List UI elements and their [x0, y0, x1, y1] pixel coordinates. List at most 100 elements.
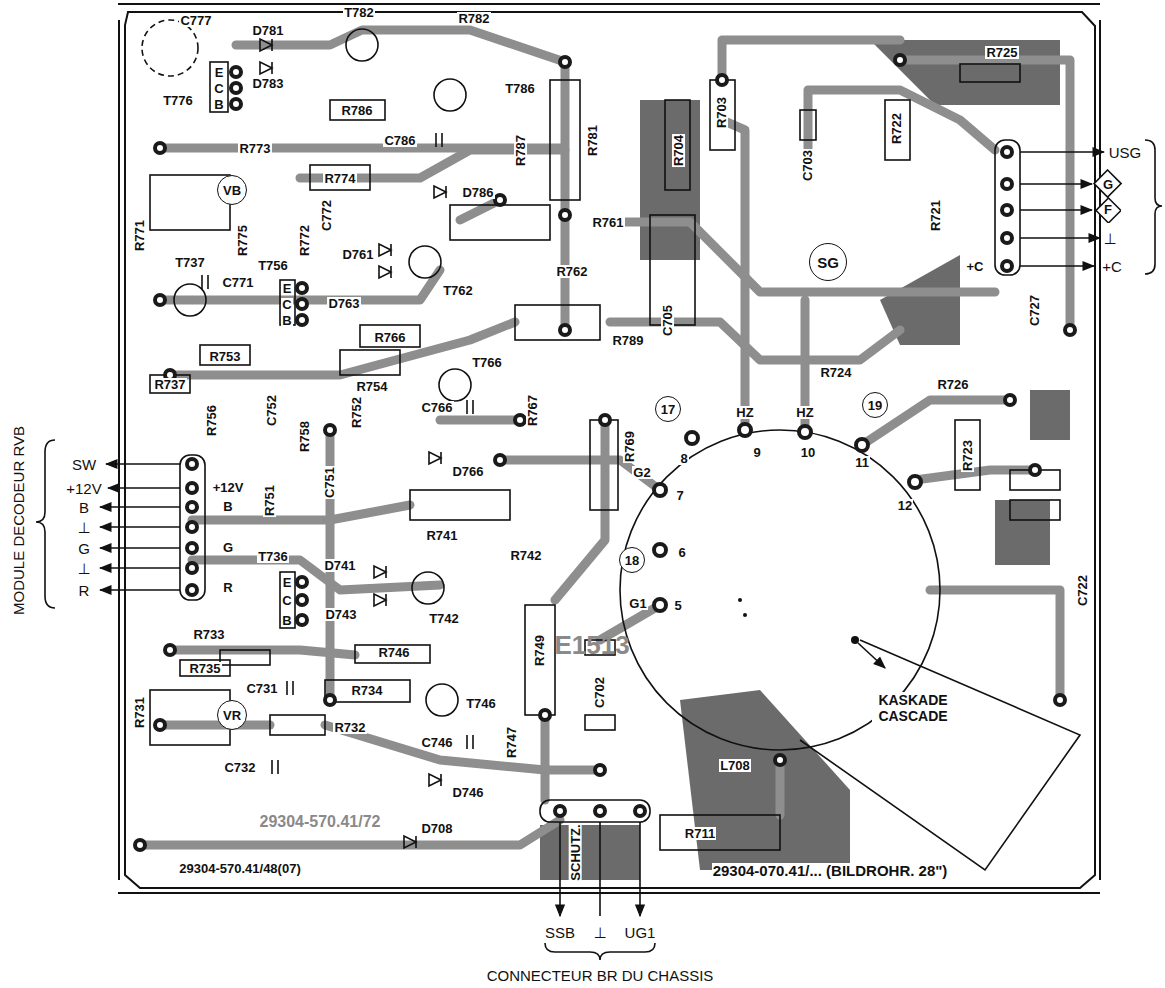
- solder-pad: [654, 599, 666, 611]
- component-outline: [260, 39, 272, 51]
- board-frame: [1099, 20, 1101, 880]
- part-name: R722: [890, 111, 903, 144]
- part-name: G2: [632, 466, 651, 479]
- component-outline: [180, 455, 205, 600]
- copper-trace: [440, 416, 520, 425]
- signal-name: +C: [1101, 259, 1123, 274]
- board-frame: [118, 3, 1100, 5]
- solder-pad: [231, 67, 241, 77]
- signal-arrow: [1020, 209, 1092, 211]
- component-outline: [429, 452, 441, 464]
- signal-arrow: [106, 463, 180, 465]
- copper-trace: [808, 90, 995, 150]
- solder-pad: [895, 55, 905, 65]
- test-point-circle: VB: [217, 175, 247, 205]
- part-name: D746: [451, 786, 484, 799]
- part-name: B: [213, 98, 224, 111]
- signal-arrow: [1020, 151, 1104, 153]
- component-outline: [515, 305, 600, 340]
- part-name: C772: [320, 198, 333, 231]
- part-name: D781: [251, 24, 284, 37]
- solder-pad: [1002, 179, 1012, 189]
- part-name: R741: [425, 529, 458, 542]
- signal-name: G: [77, 541, 91, 556]
- signal-arrow: [100, 506, 180, 508]
- brace: [36, 140, 1162, 960]
- component-outline: [710, 80, 735, 150]
- part-name: R704: [672, 133, 685, 166]
- part-name: D761: [341, 248, 374, 261]
- part-name: R769: [623, 429, 636, 462]
- cascade-dot: [851, 636, 859, 644]
- component-outline: [280, 572, 295, 628]
- solder-pad: [155, 720, 165, 730]
- signal-name: SW: [71, 457, 97, 472]
- component-outline: [450, 205, 550, 240]
- part-name: R787: [514, 133, 527, 166]
- solder-pad: [135, 55, 1075, 850]
- solder-pad: [595, 765, 605, 775]
- solder-pad: [187, 459, 197, 469]
- part-name: R747: [505, 725, 518, 758]
- component-outline: [409, 246, 441, 278]
- component-outline: [277, 760, 279, 774]
- solder-pad: [325, 695, 335, 705]
- component-outline: [410, 490, 510, 520]
- component-outline: [379, 266, 391, 278]
- component-outline: [472, 400, 474, 414]
- part-name: C722: [1076, 573, 1089, 606]
- solder-pad: [555, 806, 565, 816]
- component-outline: [426, 684, 458, 716]
- watermark: E1513: [553, 632, 630, 658]
- part-name: C766: [420, 401, 453, 414]
- component-outline: [142, 20, 198, 76]
- solder-pad: [1065, 325, 1075, 335]
- component-outline: [271, 760, 273, 774]
- solder-pad: [856, 439, 868, 451]
- part-name: +C: [966, 260, 985, 273]
- component-outline: [260, 62, 272, 74]
- part-name: C777: [179, 14, 212, 27]
- board-frame: [125, 12, 1095, 888]
- signal-name: ⊥: [1102, 231, 1117, 246]
- part-name: R731: [133, 695, 146, 728]
- spark-gap-circle: SG: [809, 243, 847, 281]
- solder-pad: [1002, 233, 1012, 243]
- part-name: R711: [684, 827, 716, 840]
- signal-arrow: [639, 822, 641, 916]
- solder-pad: [654, 544, 666, 556]
- component-outline: [210, 62, 228, 112]
- node-text: G: [1103, 178, 1113, 191]
- part-name: E: [282, 282, 293, 295]
- solder-pad: [560, 57, 570, 67]
- solder-pad: [1055, 695, 1065, 705]
- part-name: 8: [679, 452, 688, 465]
- solder-pad: [799, 426, 811, 438]
- component-outline: [1010, 500, 1060, 520]
- component-outline: [374, 594, 386, 606]
- component-outline: [201, 275, 203, 289]
- part-name: HZ: [795, 406, 814, 419]
- solder-pad: [297, 315, 307, 325]
- signal-name: ⊥: [76, 520, 91, 535]
- part-name: R733: [192, 628, 225, 641]
- part-name: 12: [897, 499, 913, 512]
- copper-pour: [1030, 390, 1070, 440]
- node-text: 17: [661, 403, 675, 416]
- brace: [545, 943, 655, 960]
- signal-diamond: G: [1093, 169, 1122, 198]
- node-text: VR: [223, 709, 241, 722]
- part-name: R766: [373, 331, 406, 344]
- component-outline: [590, 420, 618, 510]
- signal-name: MODULE DECODEUR RVB: [11, 425, 26, 616]
- solder-pad: [1002, 147, 1012, 157]
- part-name: C703: [801, 148, 814, 181]
- signal-arrow: [108, 487, 180, 489]
- part-name: T742: [428, 612, 460, 625]
- copper-trace: [140, 30, 1070, 845]
- callout-number: 17: [655, 396, 681, 422]
- solder-pad: [231, 99, 241, 109]
- part-name: C746: [420, 736, 453, 749]
- signal-diamond: F: [1095, 197, 1122, 224]
- solder-pad: [155, 143, 165, 153]
